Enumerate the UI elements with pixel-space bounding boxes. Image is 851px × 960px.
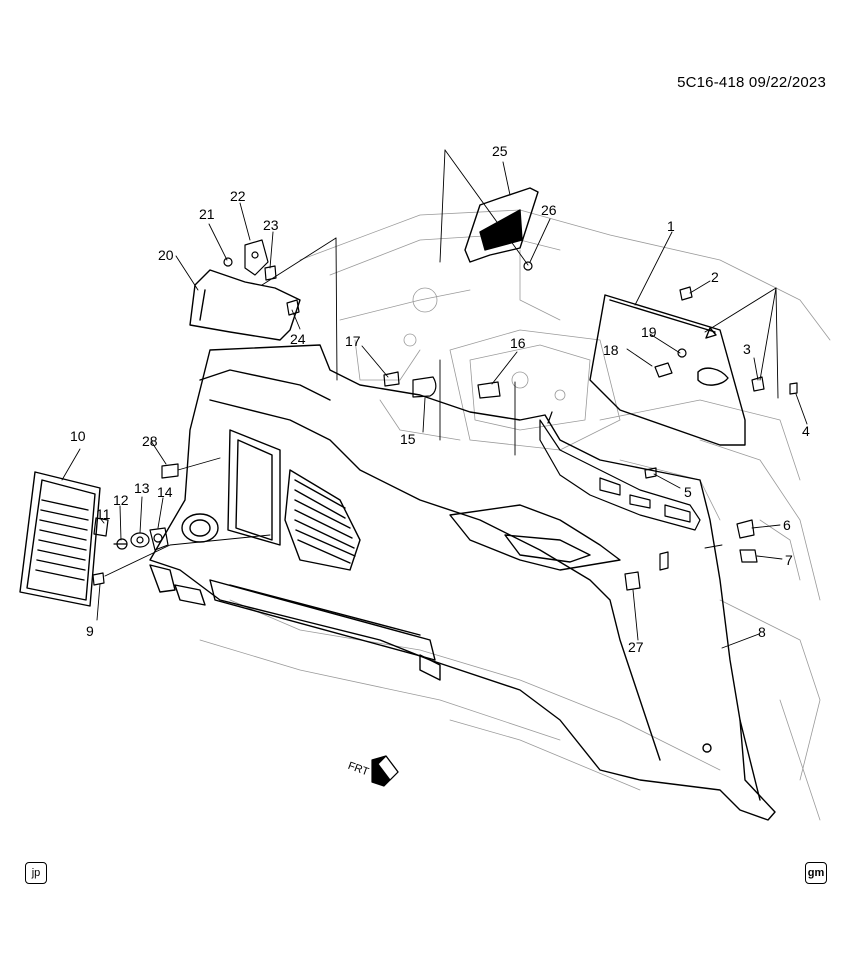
clips-upper: [223, 239, 798, 591]
callout-20: 20: [158, 247, 174, 263]
callout-28: 28: [142, 433, 158, 449]
callout-15: 15: [400, 431, 416, 447]
callout-12: 12: [113, 492, 129, 508]
part-25-garnish: [464, 187, 539, 263]
leader-lines: [61, 149, 808, 649]
callout-13: 13: [134, 480, 150, 496]
callout-18: 18: [603, 342, 619, 358]
frt-label: FRT: [346, 760, 370, 779]
callout-23: 23: [263, 217, 279, 233]
callout-4: 4: [802, 423, 810, 439]
callout-21: 21: [199, 206, 215, 222]
callout-27: 27: [628, 639, 644, 655]
part-20-upper-trim: [189, 269, 301, 341]
callout-6: 6: [783, 517, 791, 533]
callout-14: 14: [157, 484, 173, 500]
callout-2: 2: [711, 269, 719, 285]
callout-24: 24: [290, 331, 306, 347]
callout-26: 26: [541, 202, 557, 218]
callout-10: 10: [70, 428, 86, 444]
part-1-upper-panel: [589, 294, 746, 446]
callout-9: 9: [86, 623, 94, 639]
quarter-trim-panel: [149, 344, 776, 821]
callout-7: 7: [785, 552, 793, 568]
callout-16: 16: [510, 335, 526, 351]
callout-8: 8: [758, 624, 766, 640]
document-id: 5C16-418 09/22/2023: [677, 74, 826, 91]
callout-5: 5: [684, 484, 692, 500]
callout-1: 1: [667, 218, 675, 234]
part-10-grille-panel: [19, 471, 101, 607]
callout-22: 22: [230, 188, 246, 204]
body-structure-background: [199, 209, 831, 821]
small-fasteners: [92, 463, 179, 586]
frt-arrow: [371, 755, 399, 787]
upper-trim-strip: [539, 411, 701, 531]
callout-17: 17: [345, 333, 361, 349]
callout-25: 25: [492, 143, 508, 159]
footer-badge-right: gm: [805, 862, 827, 884]
footer-badge-left: jp: [25, 862, 47, 884]
callout-labels: 1 2 3 4 5 6 7 8 9 10 11 12 13 14 15 16 1…: [70, 143, 810, 778]
callout-3: 3: [743, 341, 751, 357]
callout-11: 11: [96, 506, 111, 522]
callout-19: 19: [641, 324, 657, 340]
